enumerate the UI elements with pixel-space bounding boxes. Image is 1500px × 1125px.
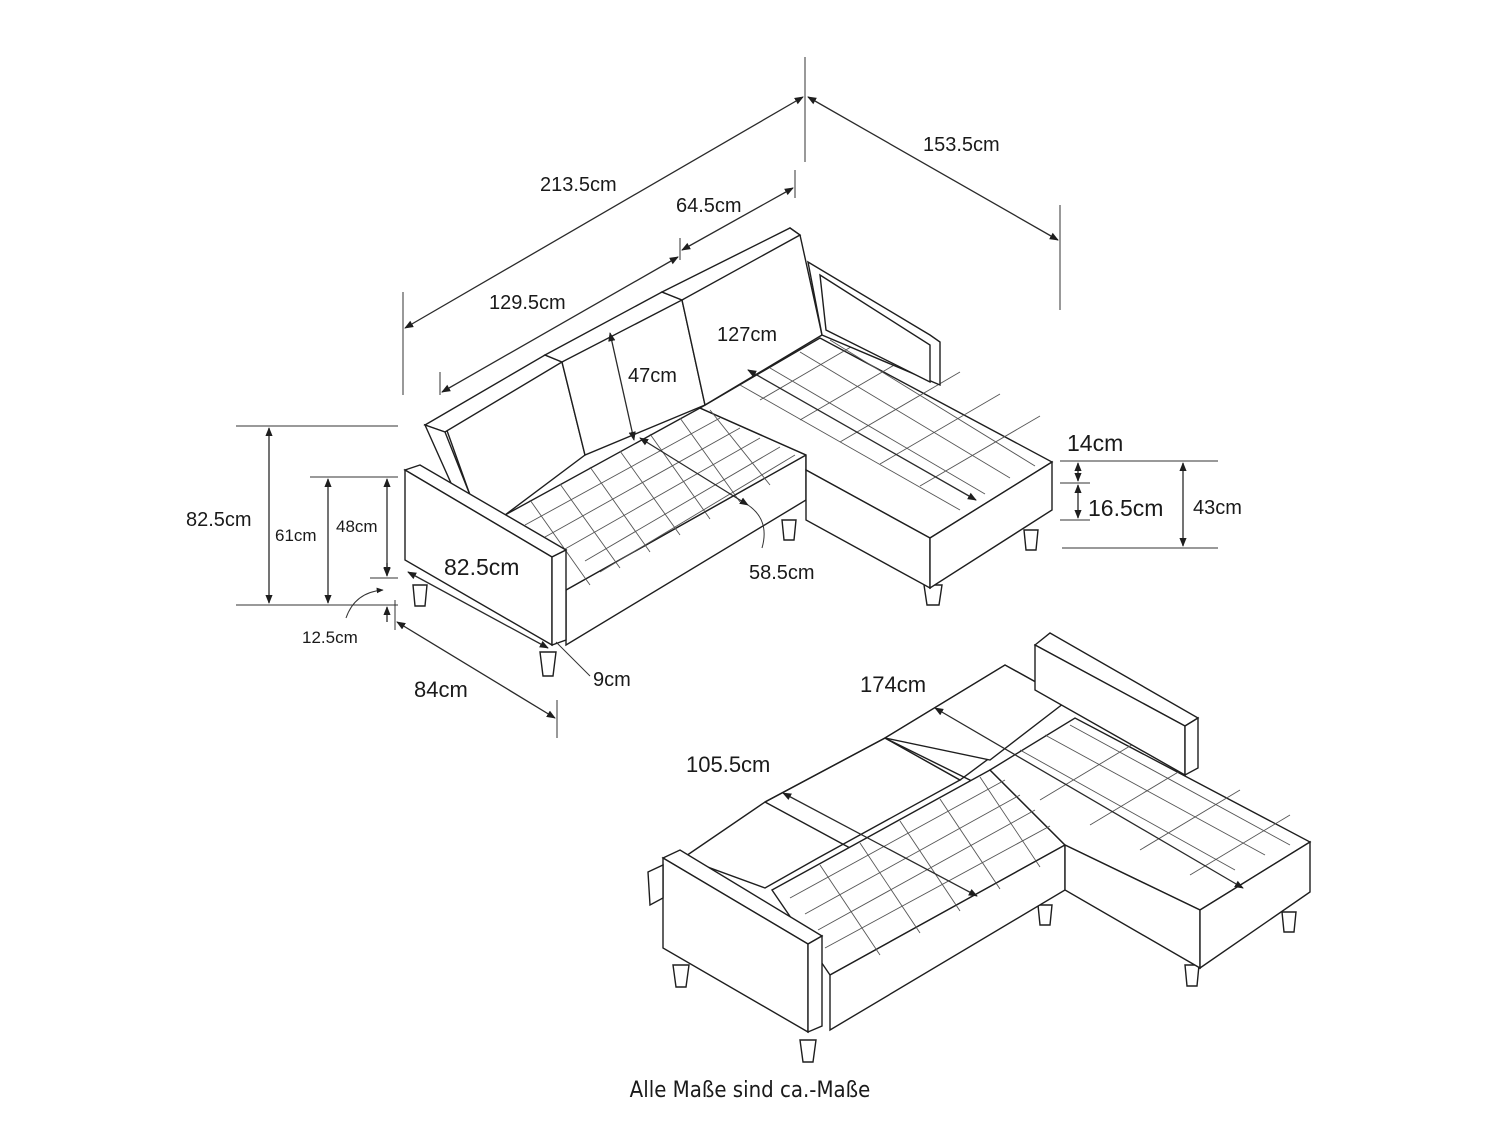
bed-leg-5 — [1281, 911, 1297, 933]
bed-leg-2 — [799, 1039, 817, 1063]
bed-leg-4 — [1184, 964, 1200, 987]
dim-line-47 — [608, 332, 636, 441]
label-chaise-width: 64.5cm — [676, 195, 742, 217]
label-mattress-thickness: 14cm — [1067, 430, 1123, 456]
label-bed-length: 174cm — [860, 672, 926, 697]
dimension-labels: 213.5cm 153.5cm 64.5cm 129.5cm 127cm 47c… — [186, 134, 1242, 777]
label-seat-height: 48cm — [336, 517, 378, 536]
bed-leg-3 — [1037, 904, 1053, 926]
label-base-height: 16.5cm — [1088, 495, 1163, 521]
leg-front-mid — [539, 651, 557, 677]
label-arm-height: 61cm — [275, 526, 317, 545]
dim-line-153 — [807, 96, 1059, 241]
label-total-depth: 84cm — [414, 677, 468, 702]
label-arm-width: 9cm — [593, 669, 631, 691]
bed-chaise-side — [1199, 840, 1311, 970]
dim-line-84 — [396, 621, 556, 719]
label-chaise-depth: 153.5cm — [923, 134, 1000, 156]
dim-line-64 — [681, 187, 794, 251]
leg-back — [781, 519, 797, 541]
label-seat-depth: 58.5cm — [749, 562, 815, 584]
bed-leg-1 — [672, 964, 690, 988]
dim-line-105 — [782, 792, 978, 897]
dim-line-174 — [934, 707, 1244, 889]
chaise-base-side — [929, 460, 1053, 590]
label-total-height: 82.5cm — [186, 509, 252, 531]
armrest-left-side — [551, 548, 567, 646]
label-armrest-length: 82.5cm — [444, 554, 519, 580]
leg-front-left — [412, 584, 428, 607]
dim-line-58 — [639, 437, 749, 506]
leg-chaise-front — [923, 584, 943, 606]
label-chaise-height: 43cm — [1193, 497, 1242, 519]
dim-line-129 — [441, 256, 679, 393]
label-bed-width: 105.5cm — [686, 752, 770, 777]
dimensions-upper — [236, 57, 1218, 738]
sofa-bed-view — [647, 632, 1312, 1063]
label-seat-width: 129.5cm — [489, 292, 566, 314]
label-chaise-length: 127cm — [717, 324, 777, 346]
label-back-height-cushion: 47cm — [628, 365, 677, 387]
label-total-width: 213.5cm — [540, 174, 617, 196]
dim-line-127 — [747, 369, 977, 501]
leg-chaise-right — [1023, 529, 1039, 551]
label-leg-height: 12.5cm — [302, 628, 358, 647]
bed-armrest-left-side — [807, 934, 823, 1034]
footnote-approximate: Alle Maße sind ca.-Maße — [629, 1078, 871, 1103]
